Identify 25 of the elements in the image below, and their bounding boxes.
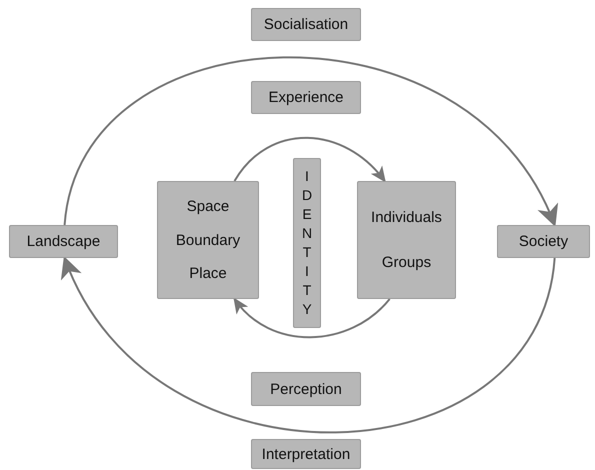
- vertical-label: IDENTITY: [302, 167, 312, 319]
- process-box: [251, 81, 361, 114]
- process-box: [9, 225, 118, 258]
- process-box: [251, 372, 361, 406]
- node-label: Landscape: [26, 233, 100, 250]
- curved-arrow: [233, 297, 390, 338]
- node-label: Socialisation: [264, 16, 348, 33]
- process-box: [357, 181, 456, 299]
- curved-arrow: [64, 256, 556, 434]
- node-label: Groups: [382, 254, 432, 271]
- node-label: Space: [186, 198, 230, 216]
- curved-arrow: [234, 136, 386, 183]
- process-box: [251, 8, 361, 41]
- node-label: Society: [518, 233, 568, 250]
- curved-arrow: [64, 56, 556, 227]
- node-label: Experience: [268, 89, 344, 106]
- node-label: Interpretation: [262, 446, 350, 462]
- node-label: Perception: [270, 380, 342, 398]
- process-box: [293, 158, 321, 328]
- process-box: [251, 439, 361, 469]
- process-box: [497, 225, 590, 258]
- node-label: Individuals: [371, 209, 442, 226]
- node-label: Place: [189, 264, 227, 282]
- process-box: [157, 181, 259, 299]
- node-label: Boundary: [176, 232, 240, 248]
